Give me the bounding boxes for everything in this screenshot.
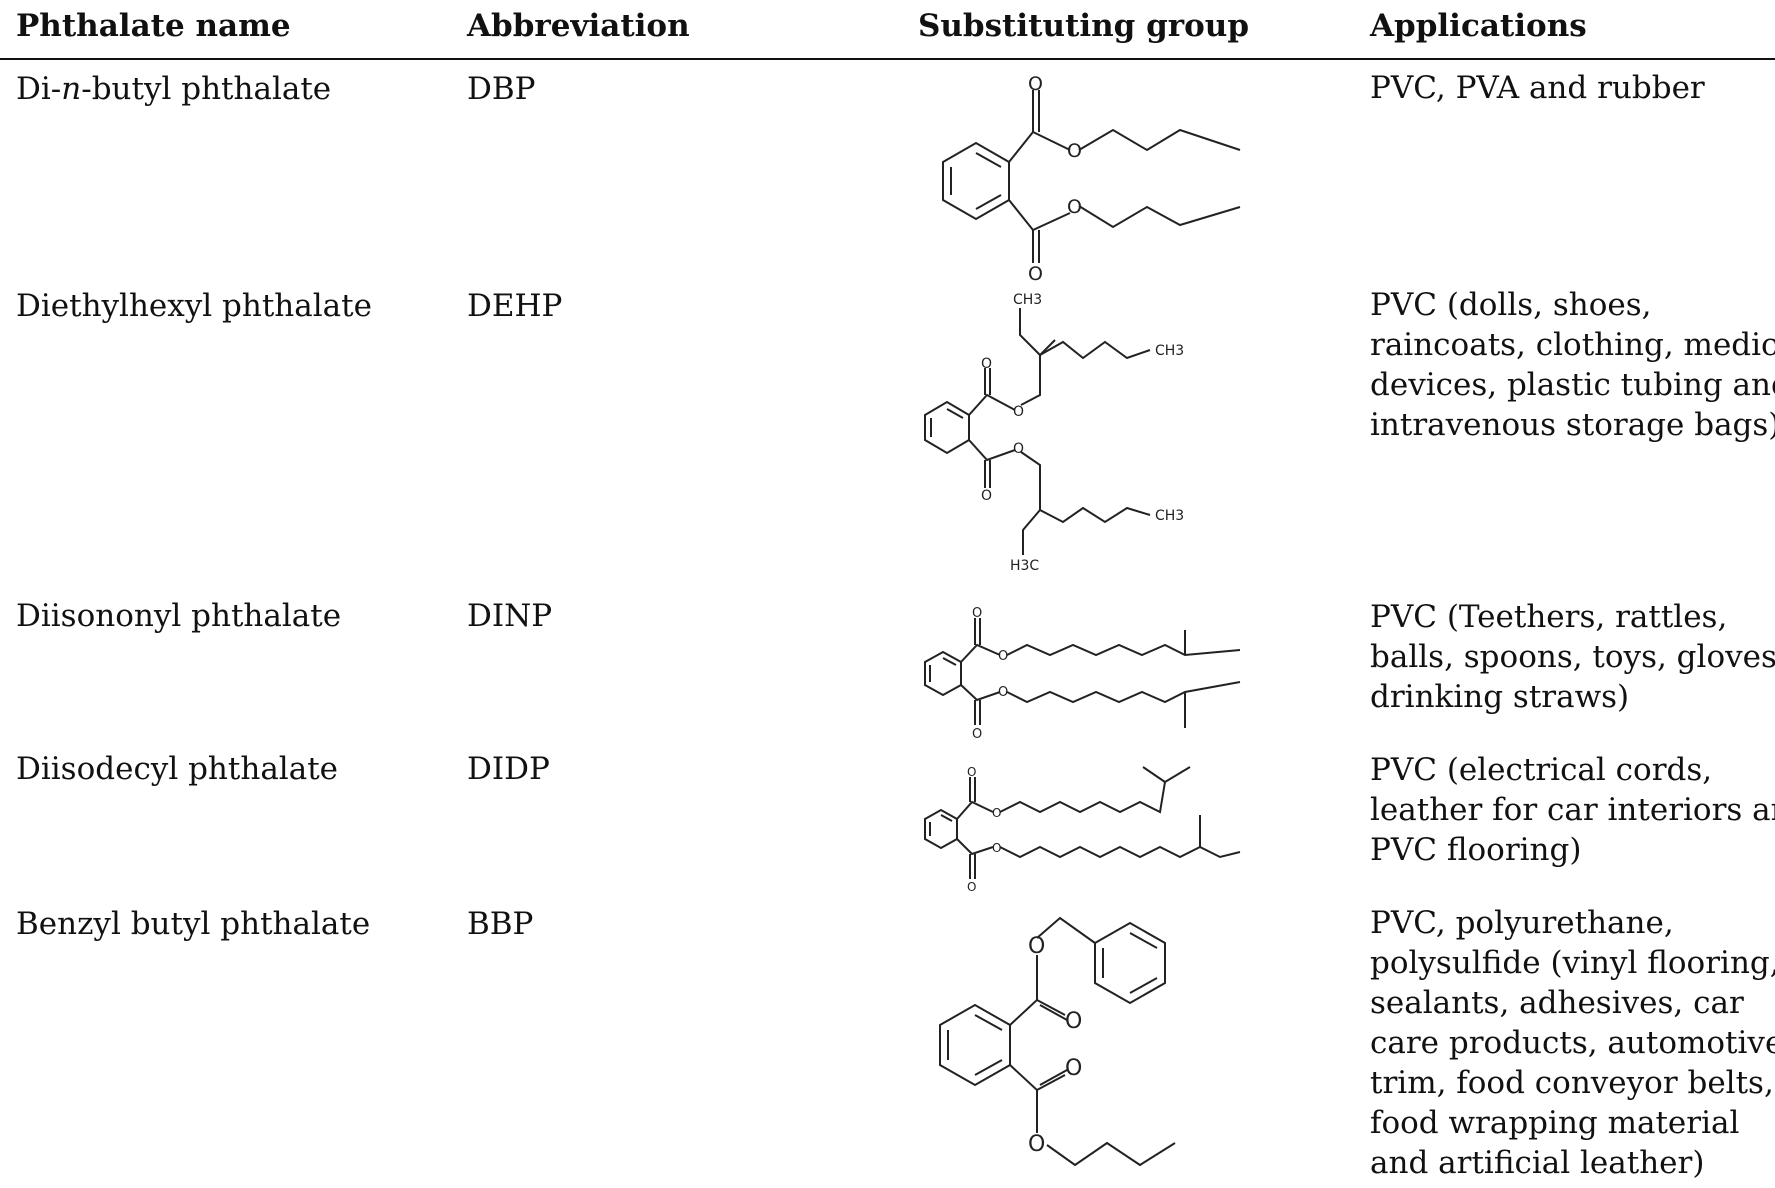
oxygen-label: O [1028, 73, 1043, 95]
application-line: polysulfide (vinyl flooring, [1370, 945, 1775, 981]
oxygen-label: O [992, 841, 1001, 855]
row-dehp-name: Diethylhexyl phthalate [16, 288, 372, 324]
application-line: trim, food conveyor belts, [1370, 1065, 1774, 1101]
didp-structure: O O O O [924, 765, 1241, 894]
row-dinp-name: Diisononyl phthalate [16, 598, 342, 634]
methyl-label: CH3 [1155, 343, 1184, 359]
dbp-structure: O O O O [942, 73, 1241, 285]
oxygen-label: O [981, 356, 992, 372]
row-didp-applications: PVC (electrical cords, leather for car i… [1370, 750, 1775, 870]
application-line: leather for car interiors and [1370, 792, 1775, 828]
application-line: sealants, adhesives, car [1370, 985, 1744, 1021]
oxygen-label: O [1065, 1056, 1082, 1081]
application-line: drinking straws) [1370, 679, 1630, 715]
row-dinp-abbr: DINP [467, 598, 553, 634]
oxygen-label: O [1028, 1132, 1045, 1157]
bbp-structure: O O O O [939, 916, 1176, 1167]
application-line: intravenous storage bags) [1370, 407, 1775, 443]
methyl-label: CH3 [1013, 292, 1042, 308]
oxygen-label: O [998, 649, 1008, 664]
oxygen-label: O [981, 488, 992, 504]
application-line: care products, automotive [1370, 1025, 1775, 1061]
application-line: and artificial leather) [1370, 1145, 1705, 1181]
application-line: PVC, PVA and rubber [1370, 70, 1705, 106]
oxygen-label: O [967, 880, 976, 894]
row-dinp-applications: PVC (Teethers, rattles, balls, spoons, t… [1370, 597, 1775, 717]
methyl-label: CH3 [1155, 508, 1184, 524]
header-phthalate-name: Phthalate name [16, 8, 291, 44]
oxygen-label: O [972, 727, 982, 742]
oxygen-label: O [1028, 934, 1045, 959]
oxygen-label: O [972, 606, 982, 621]
application-line: PVC (electrical cords, [1370, 752, 1713, 788]
application-line: food wrapping material [1370, 1105, 1740, 1141]
header-substituting-group: Substituting group [918, 8, 1250, 44]
header-abbreviation: Abbreviation [467, 8, 690, 44]
row-dehp-abbr: DEHP [467, 288, 563, 324]
row-bbp-name: Benzyl butyl phthalate [16, 906, 371, 942]
application-line: devices, plastic tubing and [1370, 367, 1775, 403]
oxygen-label: O [992, 806, 1001, 820]
application-line: PVC (Teethers, rattles, [1370, 599, 1728, 635]
row-didp-abbr: DIDP [467, 751, 550, 787]
application-line: PVC, polyurethane, [1370, 905, 1674, 941]
oxygen-label: O [1065, 1009, 1082, 1034]
row-didp-name: Diisodecyl phthalate [16, 751, 339, 787]
application-line: raincoats, clothing, medical [1370, 327, 1775, 363]
oxygen-label: O [998, 685, 1008, 700]
name-suffix: -butyl phthalate [81, 71, 332, 107]
dinp-structure: O O O O [924, 606, 1241, 742]
name-italic: n [61, 71, 82, 107]
dehp-structure: CH3 CH3 O O O O CH3 H3C [924, 292, 1184, 574]
row-bbp-abbr: BBP [467, 906, 534, 942]
methyl-label: H3C [1010, 558, 1039, 574]
name-prefix: Di- [16, 71, 62, 107]
oxygen-label: O [1028, 263, 1043, 285]
application-line: balls, spoons, toys, gloves, [1370, 639, 1775, 675]
header-rule [0, 58, 1775, 60]
row-dbp-abbr: DBP [467, 71, 536, 107]
oxygen-label: O [1067, 196, 1082, 218]
row-bbp-applications: PVC, polyurethane, polysulfide (vinyl fl… [1370, 903, 1775, 1183]
row-dehp-applications: PVC (dolls, shoes, raincoats, clothing, … [1370, 285, 1775, 445]
oxygen-label: O [1013, 404, 1024, 420]
application-line: PVC (dolls, shoes, [1370, 287, 1652, 323]
oxygen-label: O [967, 765, 976, 779]
row-dbp-applications: PVC, PVA and rubber [1370, 68, 1770, 108]
header-applications: Applications [1370, 8, 1587, 44]
oxygen-label: O [1067, 140, 1082, 162]
oxygen-label: O [1013, 441, 1024, 457]
application-line: PVC flooring) [1370, 832, 1582, 868]
row-dbp-name: Di-n-butyl phthalate [16, 70, 331, 108]
